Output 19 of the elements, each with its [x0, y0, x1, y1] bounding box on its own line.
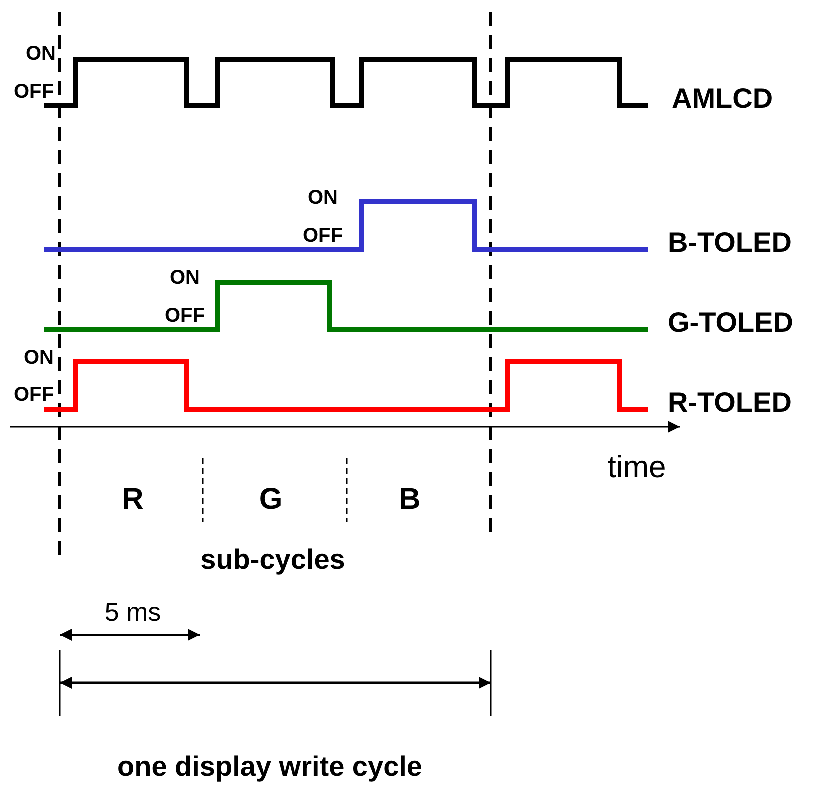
dimension-label: 5 ms [104, 599, 162, 625]
dimension-label: one display write cycle [117, 753, 423, 781]
on-label: ON [26, 44, 56, 64]
off-label: OFF [14, 385, 54, 405]
off-label: OFF [14, 82, 54, 102]
on-label: ON [24, 348, 54, 368]
signal-name: B-TOLED [668, 229, 792, 257]
off-label: OFF [165, 306, 205, 326]
sub-cycle-label: R [122, 485, 144, 515]
on-label: ON [308, 188, 338, 208]
signal-name: R-TOLED [668, 389, 792, 417]
signal-name: AMLCD [672, 85, 774, 113]
off-label: OFF [303, 226, 343, 246]
on-label: ON [170, 268, 200, 288]
sub-cycle-label: G [259, 485, 283, 515]
signal-name: G-TOLED [668, 309, 794, 337]
axis-label: time [608, 452, 666, 482]
sub-cycles-label: sub-cycles [200, 546, 346, 574]
sub-cycle-label: B [399, 485, 421, 515]
